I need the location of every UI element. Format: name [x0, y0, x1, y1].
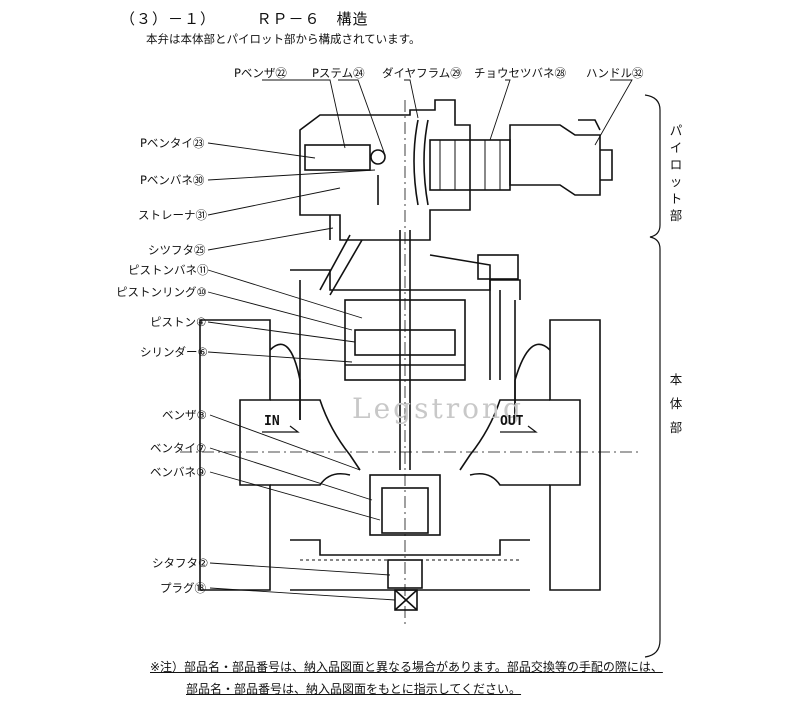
- right-flange: [514, 319, 601, 591]
- label-benza: ベンザ⑧: [162, 408, 207, 422]
- label-handle: ハンドル㉜: [586, 66, 644, 80]
- pilot-body: [299, 99, 471, 296]
- watermark: Legstrong: [352, 392, 524, 425]
- label-adjust-spring: チョウセツバネ㉘: [474, 66, 566, 80]
- label-benbane: ベンバネ⑨: [150, 465, 207, 479]
- spring-housing: [429, 139, 511, 191]
- label-cylinder: シリンダー⑥: [140, 345, 208, 359]
- label-shitsufuta: シツフタ㉕: [148, 243, 206, 257]
- section-bracket: [644, 94, 661, 658]
- label-piston-ring: ピストンリング⑩: [116, 285, 207, 299]
- label-plug: プラグ⑱: [160, 581, 206, 595]
- left-flange: [199, 319, 301, 591]
- label-p-bentai: Pベンタイ㉓: [140, 136, 205, 150]
- label-shitafuta: シタフタ②: [152, 556, 209, 570]
- diaphragm-shape: [413, 119, 429, 206]
- label-p-stem: Pステム㉔: [312, 66, 365, 80]
- drain-plug: [394, 589, 418, 611]
- out-arrow: [500, 425, 538, 433]
- label-p-benbane: Pベンバネ㉚: [140, 173, 205, 187]
- page-title: （３）－１） ＲＰ－６ 構造: [120, 10, 369, 28]
- note-line-2: 部品名・部品番号は、納入品図面をもとに指示してください。: [186, 682, 522, 696]
- flow-out-label: OUT: [500, 414, 524, 429]
- flow-in-label: IN: [264, 414, 280, 429]
- label-bentai: ベンタイ⑦: [150, 441, 207, 455]
- label-p-benza: Pベンザ㉒: [234, 66, 287, 80]
- leader-lines: [207, 79, 633, 601]
- section-label-pilot: パイロット部: [669, 123, 683, 223]
- page-subtitle: 本弁は本体部とパイロット部から構成されています。: [146, 32, 421, 46]
- handle-shape: [509, 119, 613, 196]
- label-piston: ピストン④: [150, 315, 207, 329]
- label-strainer: ストレーナ㉛: [138, 208, 207, 222]
- label-diaphragm: ダイヤフラム㉙: [382, 66, 462, 80]
- label-piston-spring: ピストンバネ⑪: [128, 263, 209, 277]
- note-line-1: ※注）部品名・部品番号は、納入品図面と異なる場合があります。部品交換等の手配の際…: [150, 660, 663, 674]
- in-arrow: [262, 425, 300, 433]
- section-label-body: 本体部: [669, 372, 683, 435]
